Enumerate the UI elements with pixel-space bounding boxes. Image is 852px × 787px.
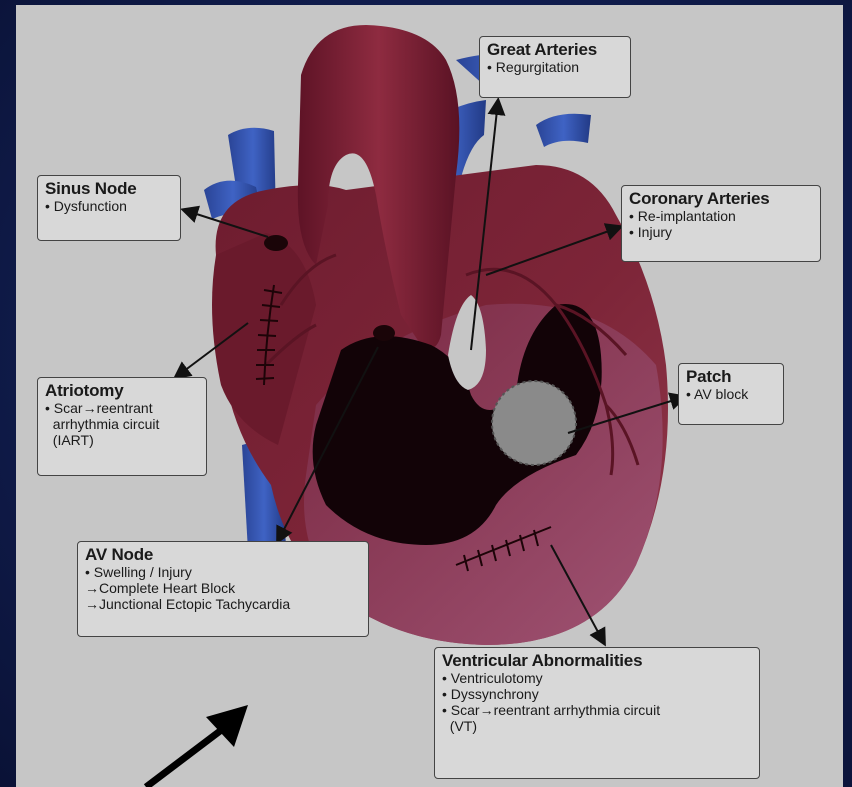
- av-node-marker: [373, 325, 395, 341]
- label-item: • Ventriculotomy: [442, 670, 752, 686]
- label-coronary-arteries: Coronary Arteries • Re-implantation • In…: [621, 185, 821, 262]
- label-item: • Scar→reentrant: [45, 400, 199, 416]
- label-item: arrhythmia circuit: [45, 416, 199, 432]
- label-item: (IART): [45, 432, 199, 448]
- label-item: (VT): [442, 718, 752, 734]
- label-atriotomy: Atriotomy • Scar→reentrant arrhythmia ci…: [37, 377, 207, 476]
- label-title: Patch: [686, 367, 776, 386]
- label-item: →Junctional Ectopic Tachycardia: [85, 596, 361, 612]
- label-item: • Dysfunction: [45, 198, 173, 214]
- label-item: • Regurgitation: [487, 59, 623, 75]
- label-title: Great Arteries: [487, 40, 623, 59]
- label-title: Atriotomy: [45, 381, 199, 400]
- label-item: • Dyssynchrony: [442, 686, 752, 702]
- label-title: Coronary Arteries: [629, 189, 813, 208]
- label-title: Ventricular Abnormalities: [442, 651, 752, 670]
- label-item: • AV block: [686, 386, 776, 402]
- label-av-node: AV Node • Swelling / Injury →Complete He…: [77, 541, 369, 637]
- label-great-arteries: Great Arteries • Regurgitation: [479, 36, 631, 98]
- label-item: • Swelling / Injury: [85, 564, 361, 580]
- pulmonary-vein-right: [536, 114, 591, 147]
- label-ventricular-abnormalities: Ventricular Abnormalities • Ventriculoto…: [434, 647, 760, 779]
- label-item: • Re-implantation: [629, 208, 813, 224]
- label-item: • Injury: [629, 224, 813, 240]
- label-item: →Complete Heart Block: [85, 580, 361, 596]
- vsd-patch: [492, 381, 576, 465]
- label-title: AV Node: [85, 545, 361, 564]
- pointer-arrow: [146, 705, 248, 787]
- label-sinus-node: Sinus Node • Dysfunction: [37, 175, 181, 241]
- diagram-panel: Great Arteries • Regurgitation Sinus Nod…: [16, 5, 843, 787]
- label-item: • Scar→reentrant arrhythmia circuit: [442, 702, 752, 718]
- label-title: Sinus Node: [45, 179, 173, 198]
- label-patch: Patch • AV block: [678, 363, 784, 425]
